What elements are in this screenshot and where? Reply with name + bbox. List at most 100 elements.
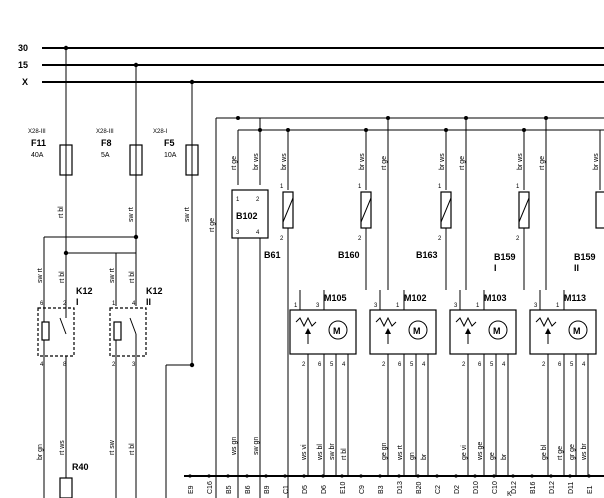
- svg-text:2: 2: [382, 362, 386, 368]
- svg-text:br ws: br ws: [439, 153, 446, 170]
- relay-roman: I: [76, 297, 79, 307]
- wire-color: rt ws: [59, 440, 66, 455]
- r40-label: R40: [72, 462, 89, 472]
- fuse-f8: X28-III F8 5A sw rt: [96, 65, 143, 306]
- svg-text:br ws: br ws: [359, 153, 366, 170]
- svg-text:1: 1: [294, 303, 298, 309]
- wire-color: ws bl: [317, 444, 324, 461]
- wire-color: ge gn: [381, 442, 388, 460]
- svg-text:1: 1: [280, 184, 284, 190]
- svg-text:6: 6: [478, 362, 482, 368]
- svg-text:B159: B159: [494, 252, 516, 262]
- svg-text:B160: B160: [338, 250, 360, 260]
- wire-color: sw br: [329, 443, 336, 460]
- sensor-b102: rt ge br ws 1 2 B102 3 4 ws gn sw gn: [231, 153, 269, 498]
- svg-text:6: 6: [40, 301, 44, 307]
- wire-color: rt bl: [59, 271, 66, 283]
- connector-pin: D6: [321, 485, 328, 494]
- motor-label: M113: [564, 293, 586, 303]
- motor-m-glyph: M: [333, 326, 341, 336]
- connector-pin: D13: [397, 481, 404, 494]
- svg-text:2: 2: [112, 362, 116, 368]
- connector-pin: E9: [188, 485, 195, 494]
- svg-text:br ws: br ws: [253, 153, 260, 170]
- svg-text:4: 4: [502, 362, 506, 368]
- wire-color: ge bl: [541, 444, 548, 460]
- wire-color: sw rt: [128, 207, 135, 222]
- wire-color: gr ge: [569, 444, 576, 460]
- motor-label: M103: [484, 293, 507, 303]
- connector-pin: D11: [568, 482, 575, 494]
- svg-text:6: 6: [398, 362, 402, 368]
- svg-text:5: 5: [490, 362, 494, 368]
- svg-text:rt ge: rt ge: [231, 156, 238, 170]
- svg-text:br ws: br ws: [517, 153, 524, 170]
- wire-color: rt ge: [209, 218, 216, 232]
- fuse-name: F5: [164, 138, 175, 148]
- svg-text:I: I: [494, 263, 497, 273]
- sensor-b160: br ws 1 2 B160 rt ge: [338, 116, 390, 290]
- wire-color: sw rt: [37, 268, 44, 283]
- rail-label-30: 30: [18, 43, 28, 53]
- svg-text:2: 2: [302, 362, 306, 368]
- connector-pin: D12: [511, 481, 518, 494]
- fuse-conn: X28-III: [28, 129, 46, 135]
- wire-color: br: [501, 453, 508, 460]
- fuse-amp: 5A: [101, 152, 110, 159]
- right-bus: rt ge: [209, 116, 604, 498]
- resistor-r40: R40: [59, 462, 89, 498]
- connector-pin: B5: [226, 485, 233, 494]
- svg-text:B163: B163: [416, 250, 438, 260]
- svg-text:ws gn: ws gn: [231, 437, 238, 456]
- svg-text:3: 3: [132, 362, 136, 368]
- svg-text:2: 2: [462, 362, 466, 368]
- svg-text:3: 3: [454, 303, 458, 309]
- connector-pin: C9: [359, 485, 366, 494]
- connector-pin: B16: [530, 481, 537, 494]
- svg-text:4: 4: [342, 362, 346, 368]
- svg-text:2: 2: [280, 236, 284, 242]
- wire-color: ws ge: [477, 442, 484, 461]
- sensor-b163: br ws 1 2 B163 rt ge: [416, 116, 468, 290]
- connector-pin: B20: [416, 481, 423, 494]
- svg-text:1: 1: [358, 184, 362, 190]
- sensor-b61: br ws 1 2 B61: [264, 128, 294, 498]
- rail-label-15: 15: [18, 60, 28, 70]
- relay-k12-ii: sw rt rt bl K12 II 1 4 2 3 rt sw rt bl: [109, 268, 163, 498]
- svg-text:6: 6: [558, 362, 562, 368]
- svg-text:3: 3: [534, 303, 538, 309]
- svg-text:5: 5: [570, 362, 574, 368]
- fuse-amp: 40A: [31, 152, 44, 159]
- svg-text:4: 4: [256, 230, 260, 236]
- fuse-name: F11: [31, 138, 46, 148]
- b102-label: B102: [236, 211, 258, 221]
- svg-text:1: 1: [476, 303, 480, 309]
- connector-pin: D2: [454, 485, 461, 494]
- svg-text:2: 2: [516, 236, 520, 242]
- connector-pin: B6: [245, 485, 252, 494]
- wire-color: ws br: [581, 443, 588, 461]
- rail-label-x: X: [22, 77, 28, 87]
- connector-pin: C16: [207, 481, 214, 494]
- svg-text:rt ge: rt ge: [381, 156, 388, 170]
- wire-color: ws rt: [397, 445, 404, 461]
- connector-pin: E10: [340, 481, 347, 494]
- relay-k12-i: sw rt rt bl K12 I 6 2 4 8 br gn rt ws: [37, 268, 93, 498]
- svg-text:5: 5: [330, 362, 334, 368]
- connector-pin: C1: [283, 485, 290, 494]
- wire-color: rt ge: [557, 446, 564, 460]
- svg-text:4: 4: [582, 362, 586, 368]
- wire-color: ge: [489, 452, 496, 460]
- svg-text:3: 3: [236, 230, 240, 236]
- connector-pin: C10: [492, 481, 499, 494]
- svg-text:5: 5: [410, 362, 414, 368]
- svg-text:B61: B61: [264, 250, 281, 260]
- relay-name: K12: [146, 286, 163, 296]
- wire-color: rt bl: [129, 271, 136, 283]
- svg-text:3: 3: [374, 303, 378, 309]
- relay-roman: II: [146, 297, 151, 307]
